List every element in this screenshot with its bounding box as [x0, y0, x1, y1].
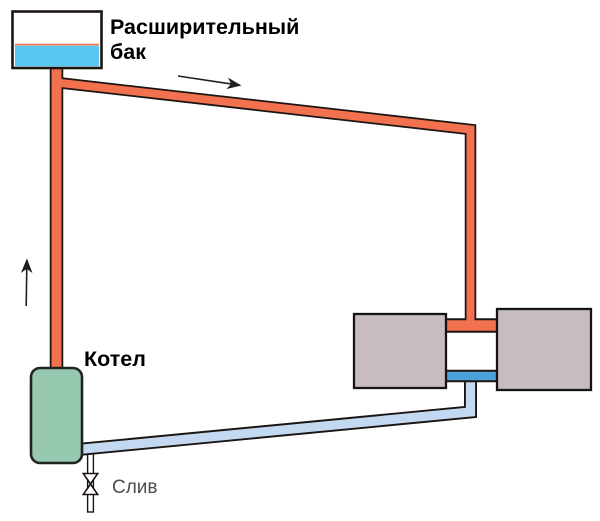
drain-label: Слив [112, 477, 158, 498]
boiler [29, 366, 84, 465]
radiator-right [495, 307, 593, 392]
flow-arrow-up-icon [20, 258, 33, 307]
return-pipe [77, 372, 476, 455]
flow-arrow-right-icon [177, 75, 242, 90]
valve-lower-triangle [81, 482, 100, 496]
supply-pipe [56, 78, 475, 328]
expansion-tank-label-line2: бак [110, 40, 146, 64]
expansion-tank-water [15, 45, 99, 67]
drain-valve-icon [81, 472, 100, 496]
valve-upper-triangle [81, 472, 100, 486]
expansion-tank-label-line1: Расширительный [110, 15, 299, 39]
boiler-label: Котел [84, 347, 146, 371]
radiator-left [352, 312, 448, 390]
